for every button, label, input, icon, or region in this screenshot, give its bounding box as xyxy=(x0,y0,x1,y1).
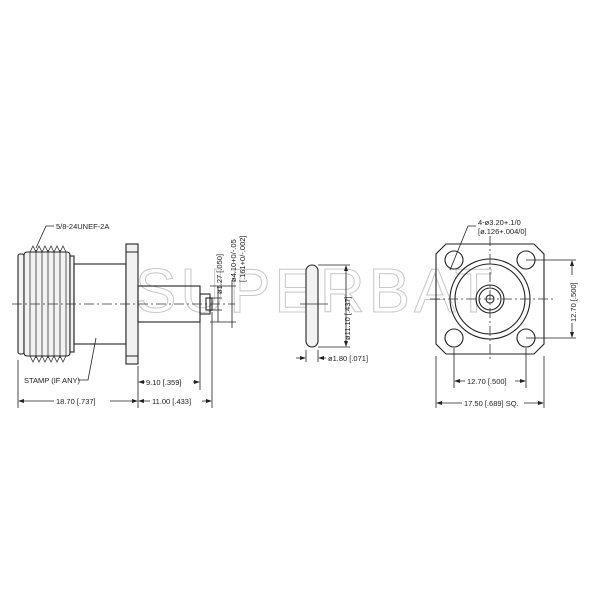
hole-callout-1: 4-ø3.20+.1/0 xyxy=(478,218,521,227)
dim-pin-dia-lines xyxy=(296,350,326,362)
dim-flange-to-pin-tip: 11.00 [.433] xyxy=(152,397,191,406)
extension-lines xyxy=(17,312,213,408)
dim-flange-square: 17.50 [.689] SQ. xyxy=(464,399,519,408)
thread-leader xyxy=(35,225,54,249)
dim-pin-dia-1: ø4.10+0/-.05 xyxy=(229,239,238,282)
hole-leader xyxy=(449,225,476,271)
stamp-leader xyxy=(78,337,97,381)
thread-label: 5/8-24UNEF-2A xyxy=(56,222,109,231)
dim-pin-dia-lines xyxy=(210,280,236,328)
square-flange xyxy=(435,243,545,355)
flange-edge-lines xyxy=(126,251,138,357)
dim-pin-length-lines xyxy=(318,264,350,348)
dim-hole-spacing-vertical: 12.70 [.500] xyxy=(569,282,578,322)
pin-view: ø11.10 [.437] ø1.80 [.071] xyxy=(296,264,368,363)
dim-flange-to-pin-step: 9.10 [.359] xyxy=(146,378,181,387)
dim-pin-tip-lines xyxy=(212,286,222,322)
dim-pin-dia-2: [.161+0/-.002] xyxy=(238,236,247,283)
mounting-hole-bl xyxy=(444,328,464,348)
dim-pin-diameter: ø1.80 [.071] xyxy=(328,354,368,363)
side-view: 5/8-24UNEF-2A STAMP (IF ANY) 18.70 [.737… xyxy=(12,222,247,408)
dim-hole-spacing-horizontal: 12.70 [.500] xyxy=(467,377,507,386)
dim-pin-length: ø11.10 [.437] xyxy=(343,296,352,340)
dim-pin-tip-dia: ø1.27 [.050] xyxy=(215,254,224,294)
contact-pin xyxy=(305,264,319,348)
dim-overall-body: 18.70 [.737] xyxy=(56,397,96,406)
stamp-label: STAMP (IF ANY) xyxy=(24,376,80,385)
connector-body xyxy=(73,263,127,345)
mounting-hole-tl xyxy=(444,250,464,270)
hole-callout-2: [ø.126+.004/0] xyxy=(478,227,527,236)
front-view: 4-ø3.20+.1/0 [ø.126+.004/0] 12.70 [.500]… xyxy=(430,218,579,409)
